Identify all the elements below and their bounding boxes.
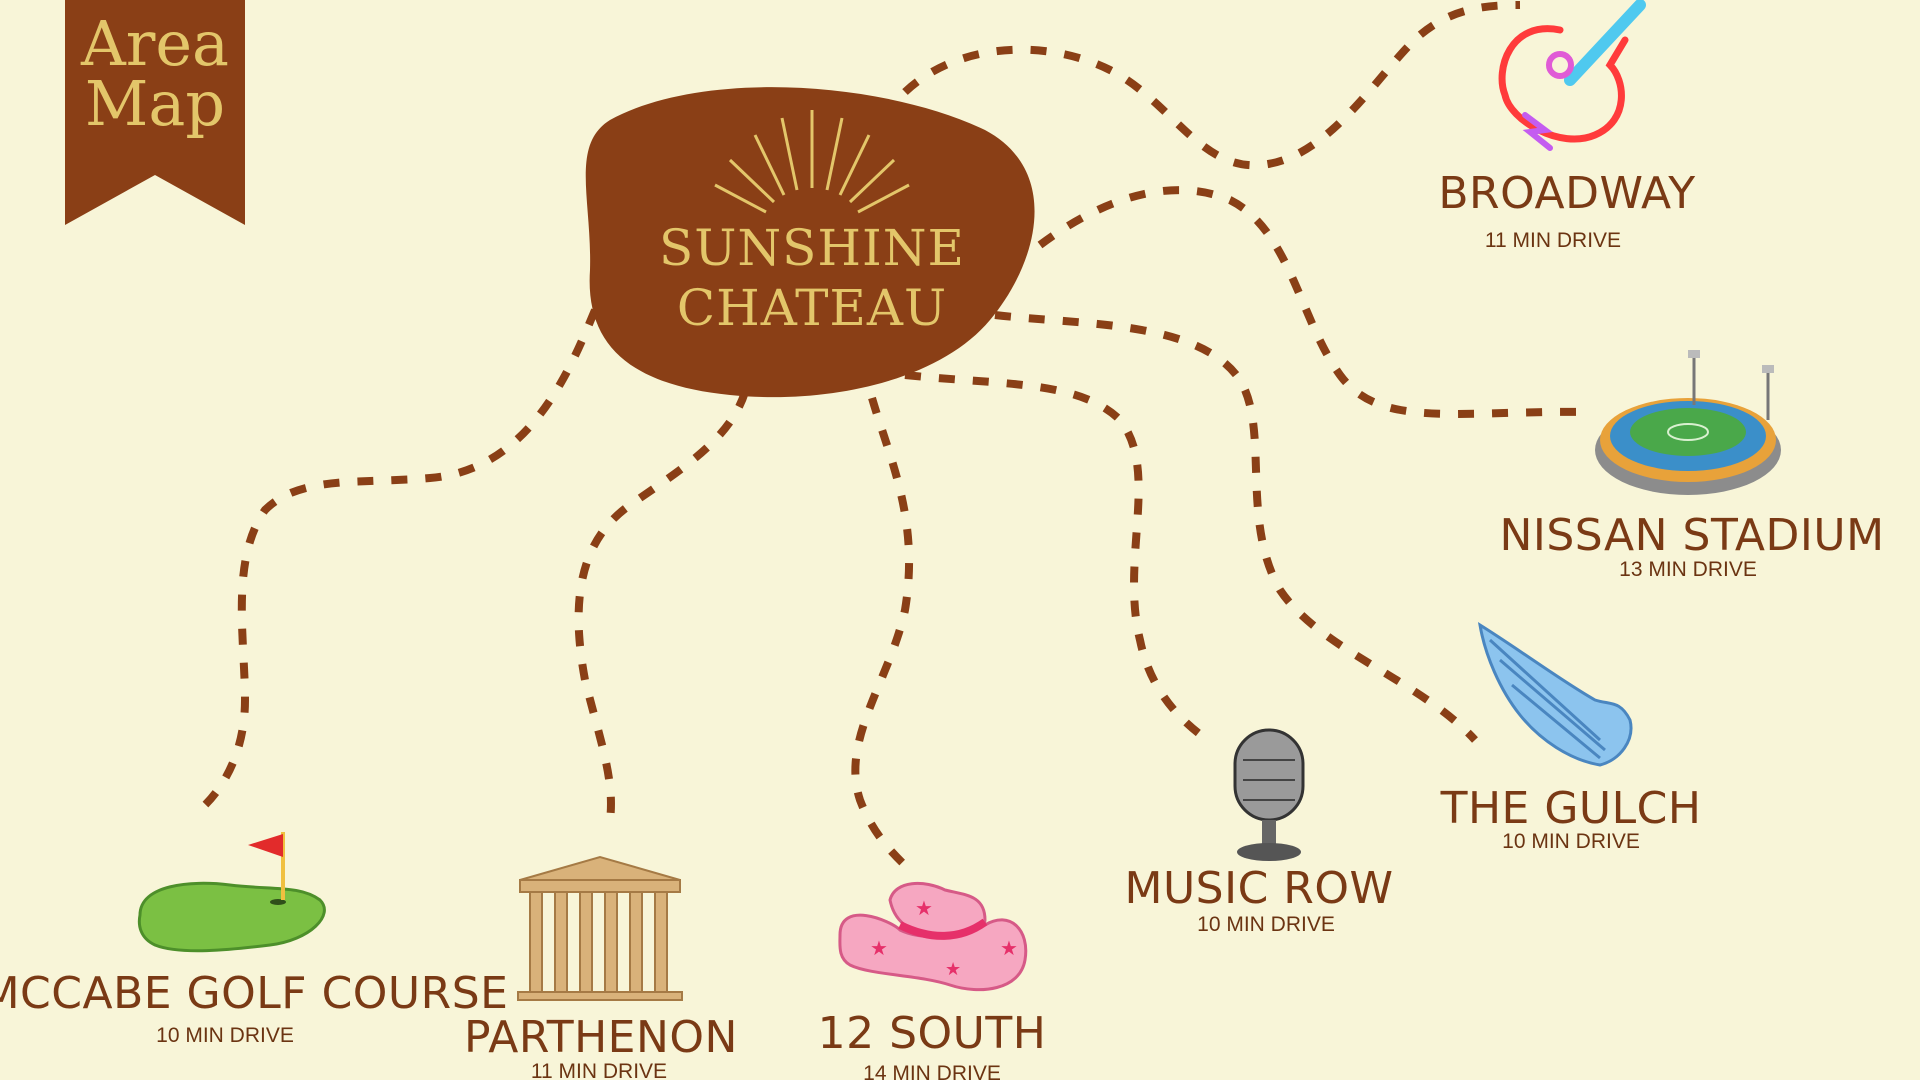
routes <box>202 1 1591 878</box>
place-mccabe-golf-course: MCCABE GOLF COURSE 10 MIN DRIVE <box>0 832 508 1047</box>
sun-rays-icon <box>714 110 910 214</box>
place-nissan-stadium: NISSAN STADIUM 13 MIN DRIVE <box>1499 350 1884 581</box>
parthenon-icon <box>517 855 683 1001</box>
place-music-row-name: MUSIC ROW <box>1125 863 1394 914</box>
hub-title-line2: CHATEAU <box>677 279 947 337</box>
place-broadway-name: BROADWAY <box>1438 168 1695 219</box>
place-music-row: MUSIC ROW 10 MIN DRIVE <box>1125 728 1394 936</box>
hub-title-line1: SUNSHINE <box>659 219 965 277</box>
route-mccabe-golf <box>202 308 599 808</box>
neon-guitar-icon <box>1498 0 1646 151</box>
place-12-south-drive: 14 MIN DRIVE <box>863 1062 1001 1080</box>
svg-text:★: ★ <box>945 959 961 980</box>
place-parthenon: PARTHENON 11 MIN DRIVE <box>464 855 738 1080</box>
stadium-icon <box>1595 350 1781 495</box>
cowboy-hat-icon: ★ ★ ★ ★ <box>838 881 1028 992</box>
place-the-gulch: THE GULCH 10 MIN DRIVE <box>1440 621 1702 853</box>
place-12-south: ★ ★ ★ ★ 12 SOUTH 14 MIN DRIVE <box>818 881 1047 1080</box>
angel-wings-icon <box>1477 621 1633 767</box>
microphone-icon <box>1233 728 1305 861</box>
place-music-row-drive: 10 MIN DRIVE <box>1197 913 1335 936</box>
sunshine-chateau-hub: SUNSHINE CHATEAU <box>585 87 1035 398</box>
place-parthenon-name: PARTHENON <box>464 1012 738 1063</box>
route-music-row <box>904 371 1208 742</box>
route-the-gulch <box>994 311 1478 743</box>
area-map-banner: Area Map <box>65 0 245 225</box>
place-parthenon-drive: 11 MIN DRIVE <box>531 1060 667 1080</box>
banner-title-line1: Area <box>80 7 229 80</box>
place-12-south-name: 12 SOUTH <box>818 1008 1047 1059</box>
place-the-gulch-name: THE GULCH <box>1440 783 1702 834</box>
route-12-south <box>851 396 918 878</box>
place-the-gulch-drive: 10 MIN DRIVE <box>1502 830 1640 853</box>
banner-title-line2: Map <box>85 67 225 140</box>
place-nissan-stadium-name: NISSAN STADIUM <box>1499 510 1884 561</box>
svg-text:★: ★ <box>915 896 933 920</box>
place-mccabe-golf-course-drive: 10 MIN DRIVE <box>156 1024 294 1047</box>
place-broadway: BROADWAY 11 MIN DRIVE <box>1438 0 1695 252</box>
route-broadway <box>902 1 1521 170</box>
svg-text:★: ★ <box>1000 936 1018 960</box>
place-broadway-drive: 11 MIN DRIVE <box>1485 229 1621 252</box>
place-mccabe-golf-course-name: MCCABE GOLF COURSE <box>0 968 508 1019</box>
route-nissan-stadium <box>1037 186 1591 418</box>
golf-green-icon <box>137 832 326 953</box>
svg-text:★: ★ <box>870 936 888 960</box>
place-nissan-stadium-drive: 13 MIN DRIVE <box>1619 558 1757 581</box>
route-parthenon <box>574 390 749 821</box>
